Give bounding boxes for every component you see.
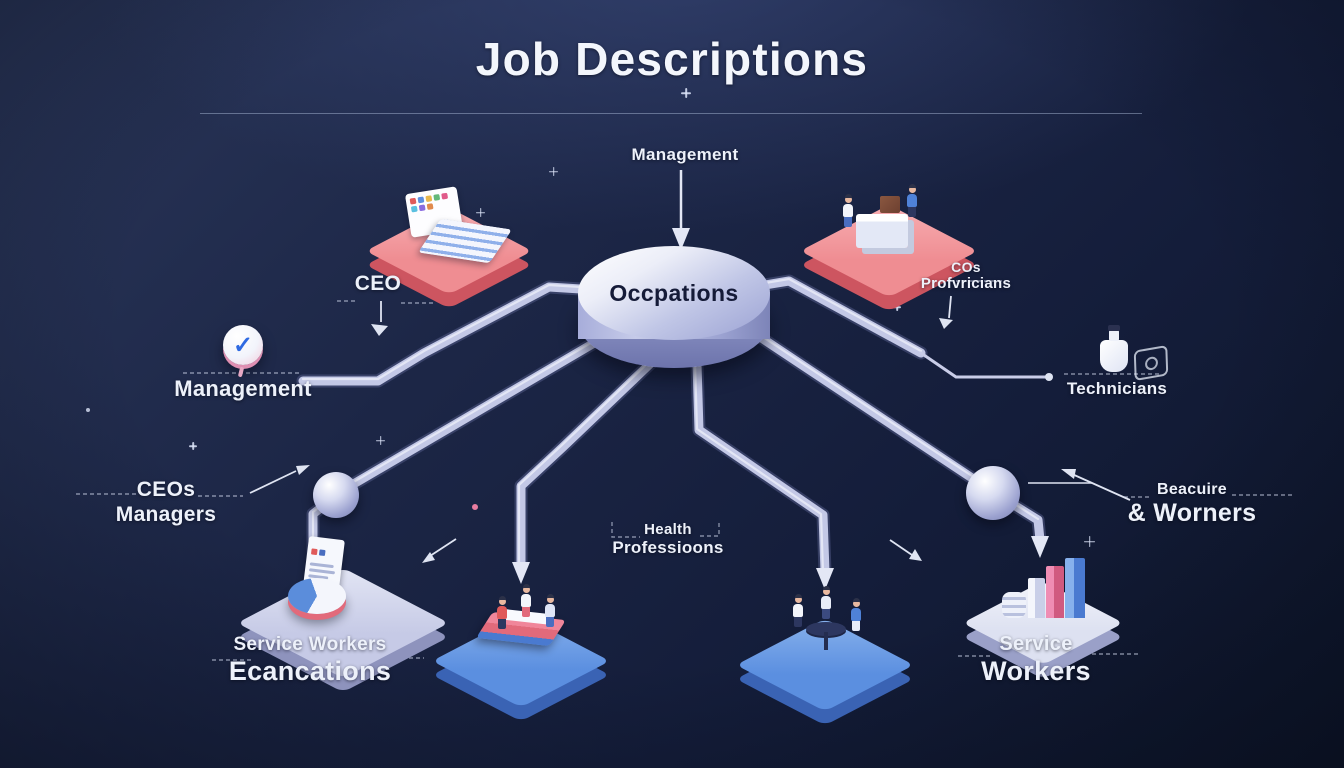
label-health-professions: Health Professioons bbox=[612, 521, 723, 558]
label-beacuire: Beacuire bbox=[1157, 481, 1227, 498]
box-icon bbox=[880, 196, 900, 213]
hub-disc-top: Occpations bbox=[578, 246, 770, 340]
label-professioons: Professioons bbox=[612, 538, 724, 557]
bar-blocks-icon bbox=[1002, 552, 1092, 618]
outline-cube-icon bbox=[1133, 344, 1169, 382]
label-ceos-managers: CEOs Managers bbox=[116, 477, 216, 527]
label-managers: Managers bbox=[115, 503, 217, 526]
label-management-top: Management bbox=[631, 145, 739, 164]
label-provricians: Profvricians bbox=[920, 275, 1012, 292]
label-management-left: Management bbox=[174, 376, 312, 401]
person-figure bbox=[792, 594, 804, 627]
label-technicians: Technicians bbox=[1066, 379, 1168, 398]
person-figure bbox=[850, 598, 862, 631]
flow-arrows bbox=[512, 170, 1049, 590]
label-health: Health bbox=[644, 521, 692, 538]
thin-line-technicians bbox=[919, 351, 1048, 379]
label-ceo: CEO bbox=[354, 272, 402, 295]
label-ecancations: Ecancations bbox=[228, 656, 392, 686]
annotation-arrows bbox=[249, 295, 1131, 563]
left-joint-sphere bbox=[313, 472, 359, 518]
label-cos: COs bbox=[951, 259, 981, 275]
white-dot bbox=[86, 408, 90, 412]
flask-icon bbox=[1100, 325, 1128, 372]
technicians-line-endpoint bbox=[1045, 373, 1053, 381]
person-figure bbox=[496, 596, 508, 629]
person-figure bbox=[520, 584, 532, 617]
person-figure bbox=[842, 194, 854, 227]
label-service-workers: Service Workers bbox=[233, 634, 387, 655]
person-figure bbox=[906, 184, 918, 217]
hub-label: Occpations bbox=[609, 279, 739, 306]
page-title: Job Descriptions bbox=[475, 33, 869, 85]
title-divider bbox=[200, 113, 1142, 114]
tube-bottom-left bbox=[516, 357, 657, 571]
pie-chart-icon bbox=[288, 578, 346, 614]
label-cos-provricians: COs Profvricians bbox=[921, 259, 1011, 292]
label-service-workers-left: Service Workers Ecancations bbox=[229, 634, 391, 687]
round-table-icon bbox=[806, 622, 846, 650]
person-figure bbox=[820, 586, 832, 619]
label-worners: & Worners bbox=[1127, 499, 1257, 527]
label-workers: Workers bbox=[981, 656, 1091, 686]
pink-dot bbox=[472, 504, 478, 510]
check-glyph: ✓ bbox=[232, 331, 254, 359]
tube-ceo-management bbox=[298, 282, 617, 386]
check-icon: ✓ bbox=[223, 325, 263, 378]
label-service: Service bbox=[999, 633, 1073, 655]
person-figure bbox=[544, 594, 556, 627]
right-joint-sphere bbox=[966, 466, 1020, 520]
central-hub: Occpations bbox=[578, 246, 770, 374]
label-service-workers-right: Service Workers bbox=[981, 633, 1091, 687]
label-beacuire-worners: Beacuire & Worners bbox=[1128, 481, 1257, 528]
desk-icon bbox=[856, 214, 908, 248]
label-ceos: CEOs bbox=[136, 478, 196, 501]
